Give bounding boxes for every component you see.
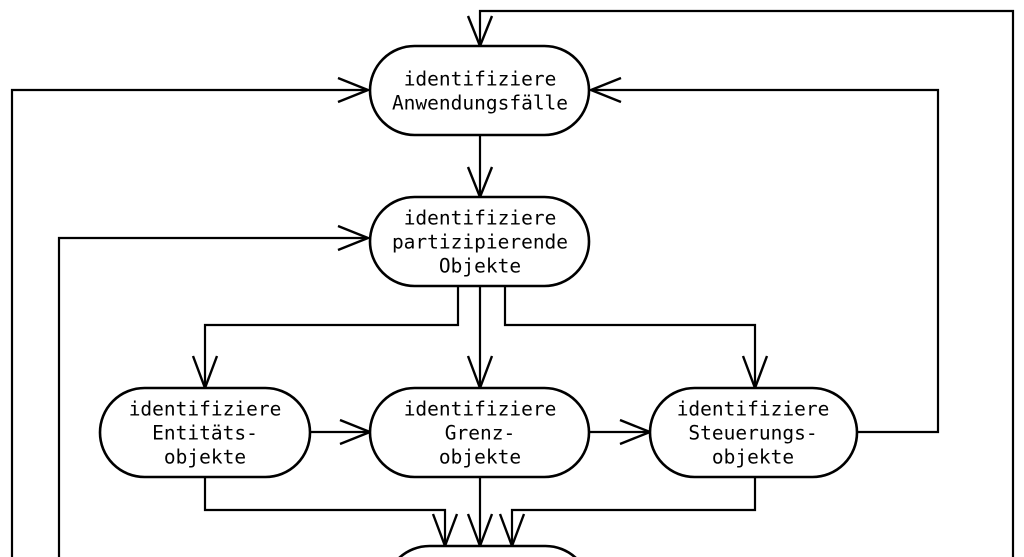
node-partizipierende-objekte-line3: Objekte <box>439 255 521 278</box>
edge-partizipierende-to-entitaets <box>203 286 460 386</box>
node-entitaetsobjekte-line3: objekte <box>164 446 246 469</box>
node-steuerungsobjekte-shape <box>648 386 859 479</box>
node-steuerungsobjekte[interactable]: identifiziere Steuerungs- objekte <box>648 386 859 479</box>
node-partizipierende-objekte[interactable]: identifiziere partizipierende Objekte <box>368 195 591 288</box>
node-layer: identifiziere Anwendungsfälle identifizi… <box>98 44 859 557</box>
node-steuerungsobjekte-line3: objekte <box>712 446 794 469</box>
node-entitaetsobjekte[interactable]: identifiziere Entitäts- objekte <box>98 386 312 479</box>
edge-layer <box>10 9 1015 557</box>
node-entitaetsobjekte-line1: identifiziere <box>129 398 282 421</box>
node-anwendungsfaelle-line2: Anwendungsfälle <box>392 92 568 115</box>
node-entitaetsobjekte-line2: Entitäts- <box>152 422 258 445</box>
node-anwendungsfaelle-shape <box>368 44 591 137</box>
node-grenzobjekte-line3: objekte <box>439 446 521 469</box>
edge-steuerungs-to-bottom <box>510 477 757 544</box>
node-entitaetsobjekte-shape <box>98 386 312 479</box>
node-grenzobjekte-line2: Grenz- <box>445 422 515 445</box>
node-bottom-partial[interactable] <box>385 544 590 557</box>
node-partizipierende-objekte-line1: identifiziere <box>404 207 557 230</box>
edge-steuerungs-feedback <box>593 88 940 434</box>
node-bottom-partial-shape <box>398 544 577 557</box>
arrowhead-steuerungs-feedback <box>587 76 622 104</box>
node-partizipierende-objekte-line2: partizipierende <box>392 231 568 254</box>
edge-inner-left-feedback <box>57 236 366 557</box>
node-steuerungsobjekte-line1: identifiziere <box>677 398 830 421</box>
node-grenzobjekte-shape <box>368 386 591 479</box>
arrowhead-outer-left-feedback <box>337 76 372 104</box>
node-grenzobjekte[interactable]: identifiziere Grenz- objekte <box>368 386 591 479</box>
edge-outer-left-feedback <box>10 88 366 557</box>
node-anwendungsfaelle[interactable]: identifiziere Anwendungsfälle <box>368 44 591 137</box>
node-partizipierende-objekte-shape <box>368 195 591 288</box>
node-grenzobjekte-line1: identifiziere <box>404 398 557 421</box>
node-steuerungsobjekte-line2: Steuerungs- <box>688 422 817 445</box>
edge-partizipierende-to-steuerungs <box>503 286 757 386</box>
arrowhead-inner-left-feedback <box>337 224 372 252</box>
node-anwendungsfaelle-line1: identifiziere <box>404 68 557 91</box>
edge-entitaets-to-bottom <box>203 477 447 544</box>
edge-outer-top-feedback <box>478 9 1015 557</box>
